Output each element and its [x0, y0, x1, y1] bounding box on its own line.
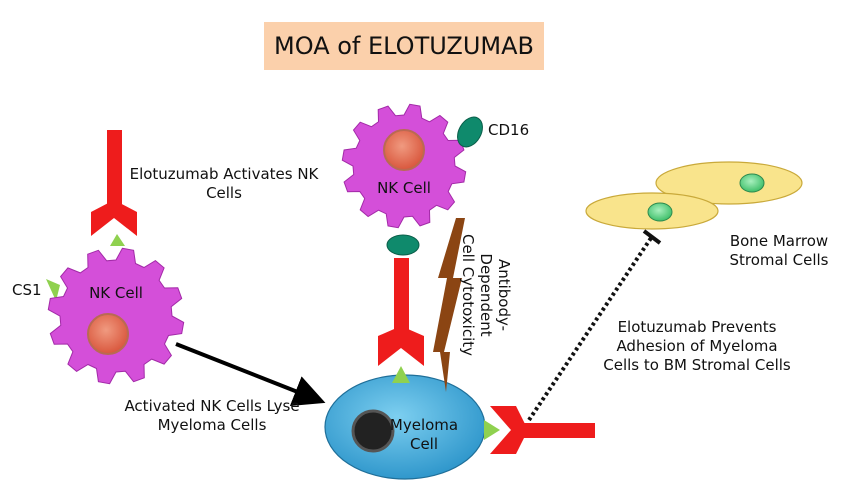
diagram-title: MOA of ELOTUZUMAB	[264, 22, 544, 70]
cs1-marker-myeloma-top	[392, 366, 410, 383]
activates-label-line2: Cells	[206, 184, 242, 202]
cd16-label: CD16	[488, 121, 530, 139]
cd16-receptor-side	[457, 116, 483, 148]
adcc-lightning-bolt	[433, 218, 465, 392]
inhibition-bar	[642, 229, 662, 245]
stromal-cell-back-nucleus	[739, 173, 765, 193]
nk-cell-left	[47, 247, 185, 385]
stromal-cells	[585, 161, 803, 230]
nk-cell-left-label: NK Cell	[89, 284, 143, 302]
adcc-label-line1: Antibody-Dependent	[477, 253, 513, 337]
adcc-label: Antibody-Dependent Cell Cytotoxicity	[459, 220, 513, 370]
elotuzumab-antibody-middle	[378, 258, 424, 366]
myeloma-cell-label: Myeloma Cell	[384, 416, 464, 454]
lyse-label-line1: Activated NK Cells Lyse	[124, 397, 300, 415]
lyse-label-line2: Myeloma Cells	[157, 416, 267, 434]
stromal-cells-label: Bone Marrow Stromal Cells	[714, 232, 844, 270]
lysis-arrow	[175, 342, 326, 407]
cs1-marker-left	[46, 279, 60, 301]
adcc-label-line2: Cell Cytotoxicity	[459, 233, 477, 357]
myeloma-label-line2: Cell	[409, 435, 439, 453]
stromal-label-line1: Bone Marrow	[729, 232, 829, 250]
nk-cell-top-nucleus	[383, 129, 425, 171]
activates-label-line1: Elotuzumab Activates NK	[129, 165, 319, 183]
stromal-cell-front-nucleus	[647, 202, 673, 222]
cs1-marker-myeloma-right	[484, 420, 500, 440]
prevents-label-line1: Elotuzumab Prevents	[617, 318, 777, 336]
prevents-adhesion-label: Elotuzumab Prevents Adhesion of Myeloma …	[594, 318, 800, 375]
prevents-label-line3: Cells to BM Stromal Cells	[603, 356, 791, 374]
cs1-marker-nk-top	[110, 234, 125, 246]
stromal-label-line2: Stromal Cells	[729, 251, 829, 269]
activates-nk-label: Elotuzumab Activates NK Cells	[124, 165, 324, 203]
adhesion-inhibition-line	[527, 236, 653, 422]
elotuzumab-antibody-top-left	[91, 130, 137, 236]
cd16-receptor-bottom	[386, 234, 420, 256]
myeloma-nucleus	[351, 409, 395, 453]
nk-cell-top	[341, 103, 467, 229]
prevents-label-line2: Adhesion of Myeloma	[616, 337, 778, 355]
cs1-label: CS1	[12, 281, 42, 299]
myeloma-label-line1: Myeloma	[389, 416, 459, 434]
lyse-label: Activated NK Cells Lyse Myeloma Cells	[112, 397, 312, 435]
stromal-cell-back	[655, 161, 803, 205]
nk-cell-top-label: NK Cell	[377, 179, 431, 197]
elotuzumab-antibody-right	[490, 406, 595, 454]
nk-cell-left-nucleus	[87, 313, 129, 355]
